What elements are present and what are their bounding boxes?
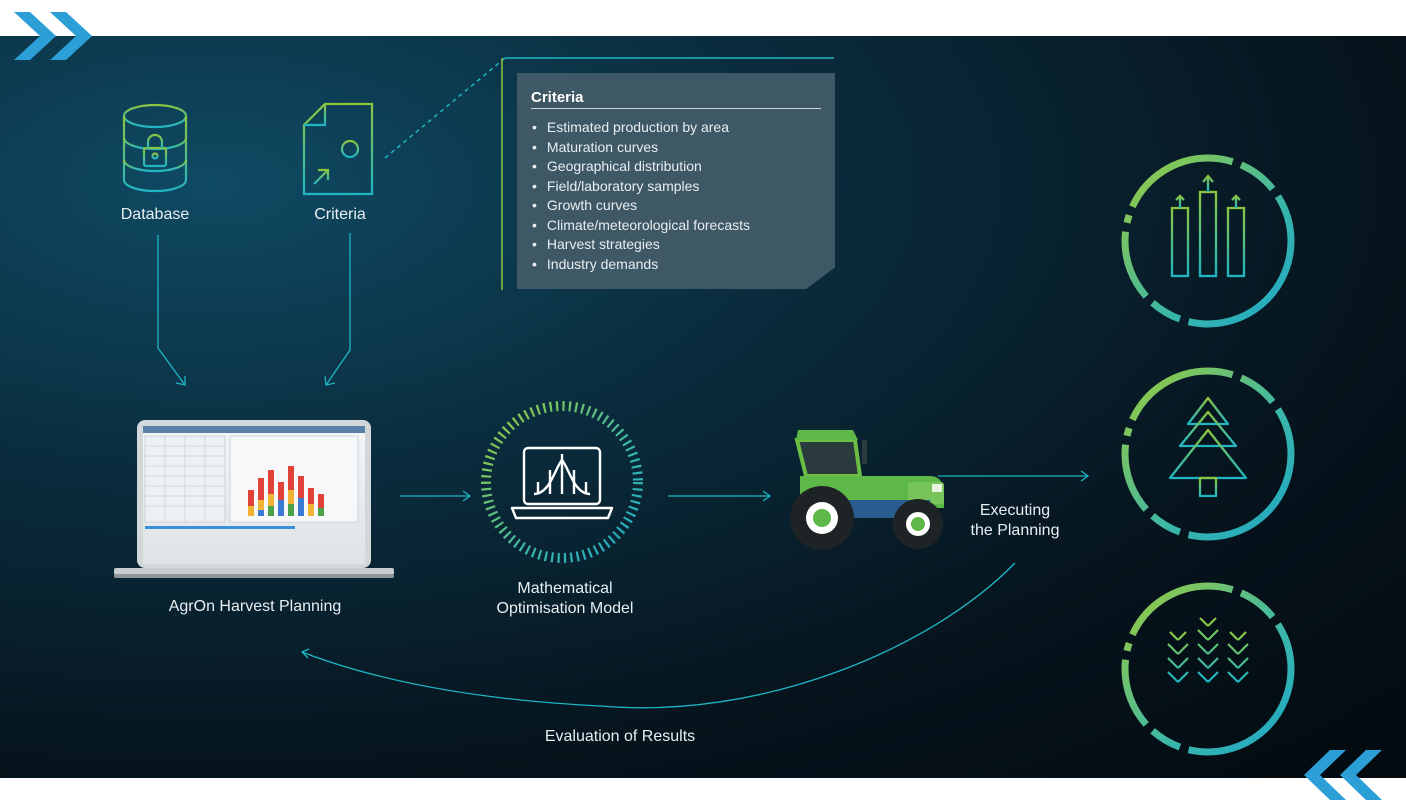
database-to-agron-arrow [157,235,186,386]
wheat-circle [1121,582,1295,756]
criteria-item: Industry demands [531,255,750,275]
criteria-box-title: Criteria [531,89,584,106]
pine-tree-icon [1168,396,1248,498]
sugarcane-circle [1121,154,1295,328]
agron-to-model-arrow [400,490,472,502]
criteria-list: Estimated production by area Maturation … [531,118,750,274]
model-label-line1: Mathematical [517,580,613,597]
optimisation-model-icon [481,401,643,563]
tractor-icon [790,430,944,550]
criteria-label: Criteria [314,206,366,223]
agron-harvest-planning-label: AgrOn Harvest Planning [168,598,342,615]
tractor-to-crops-arrow [938,470,1090,482]
model-label-line2: Optimisation Model [496,600,634,617]
criteria-item: Maturation curves [531,138,750,158]
executing-label-line1: Executing [979,502,1051,519]
executing-label-line2: the Planning [970,522,1060,539]
criteria-item: Estimated production by area [531,118,750,138]
database-label: Database [120,206,190,223]
model-to-tractor-arrow [668,490,772,502]
database-lock-icon [122,103,188,193]
criteria-item: Climate/meteorological forecasts [531,216,750,236]
document-criteria-icon [302,102,374,196]
wheat-icon [1167,617,1249,708]
evaluation-of-results-label: Evaluation of Results [544,728,696,745]
laptop-spreadsheet-icon [114,420,394,578]
sugarcane-icon [1170,174,1246,278]
criteria-box-divider [531,108,821,109]
criteria-info-box: Criteria Estimated production by area Ma… [517,73,835,289]
criteria-item: Growth curves [531,196,750,216]
bottom-right-chevron-icon [1304,750,1382,800]
top-left-chevron-icon [14,12,92,60]
criteria-dashed-connector [384,57,506,159]
criteria-item: Field/laboratory samples [531,177,750,197]
pine-tree-circle [1121,367,1295,541]
evaluation-return-arrow [300,562,1016,709]
criteria-item: Harvest strategies [531,235,750,255]
criteria-item: Geographical distribution [531,157,750,177]
criteria-to-agron-arrow [324,233,351,386]
